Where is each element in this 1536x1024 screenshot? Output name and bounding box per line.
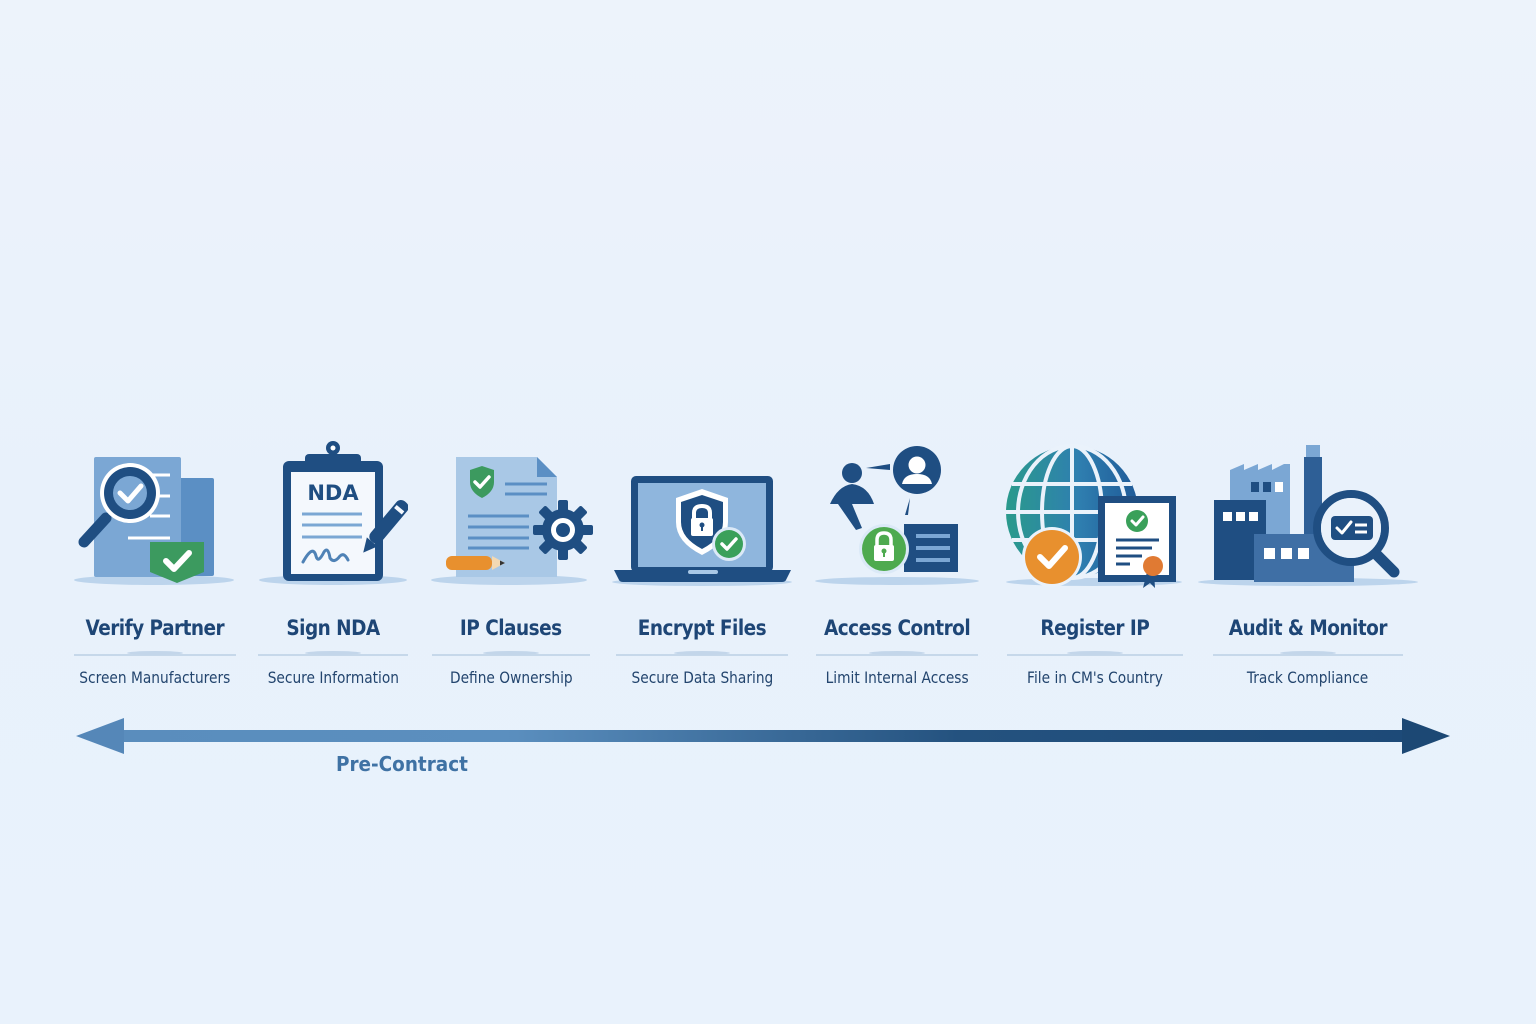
divider — [73, 651, 236, 656]
svg-text:NDA: NDA — [307, 481, 359, 505]
divider — [1213, 651, 1403, 656]
users-lock-card-icon — [812, 440, 982, 590]
divider — [1006, 651, 1183, 656]
step-title: Access Control — [823, 616, 971, 640]
step-subtitle: Track Compliance — [1247, 668, 1369, 687]
step-verify-partner: Verify Partner Screen Manufacturers — [72, 440, 237, 687]
divider — [432, 651, 590, 656]
step-subtitle: Define Ownership — [449, 668, 573, 687]
phase-label: Pre-Contract — [336, 752, 468, 776]
step-register-ip: Register IP File in CM's Country — [1002, 440, 1187, 687]
step-sign-nda: NDA Sign NDA Secure Information — [258, 440, 408, 687]
laptop-shield-lock-icon — [610, 440, 795, 590]
step-subtitle: Limit Internal Access — [825, 668, 969, 687]
step-title: Register IP — [1040, 616, 1149, 640]
arrow-left-icon — [76, 718, 124, 754]
document-shield-gear-icon — [429, 440, 594, 590]
factory-magnifier-icon — [1196, 440, 1421, 590]
divider — [816, 651, 978, 656]
step-access-control: Access Control Limit Internal Access — [812, 440, 982, 687]
globe-certificate-icon — [1002, 440, 1187, 590]
document-magnifier-check-icon — [72, 440, 237, 590]
step-title: Audit & Monitor — [1228, 616, 1388, 640]
divider — [616, 651, 788, 656]
step-audit-monitor: Audit & Monitor Track Compliance — [1197, 440, 1418, 687]
step-subtitle: Secure Information — [267, 668, 399, 687]
divider — [258, 651, 408, 656]
step-subtitle: File in CM's Country — [1026, 668, 1163, 687]
step-title: Sign NDA — [286, 616, 380, 640]
clipboard-nda-pen-icon: NDA — [258, 440, 408, 590]
arrow-right-icon — [1402, 718, 1450, 754]
step-subtitle: Screen Manufacturers — [78, 668, 231, 687]
step-title: Verify Partner — [85, 616, 224, 640]
step-ip-clauses: IP Clauses Define Ownership — [429, 440, 594, 687]
step-title: IP Clauses — [460, 616, 562, 640]
timeline-arrow — [76, 718, 1450, 754]
step-encrypt-files: Encrypt Files Secure Data Sharing — [611, 440, 792, 687]
step-subtitle: Secure Data Sharing — [631, 668, 773, 687]
step-title: Encrypt Files — [637, 616, 767, 640]
